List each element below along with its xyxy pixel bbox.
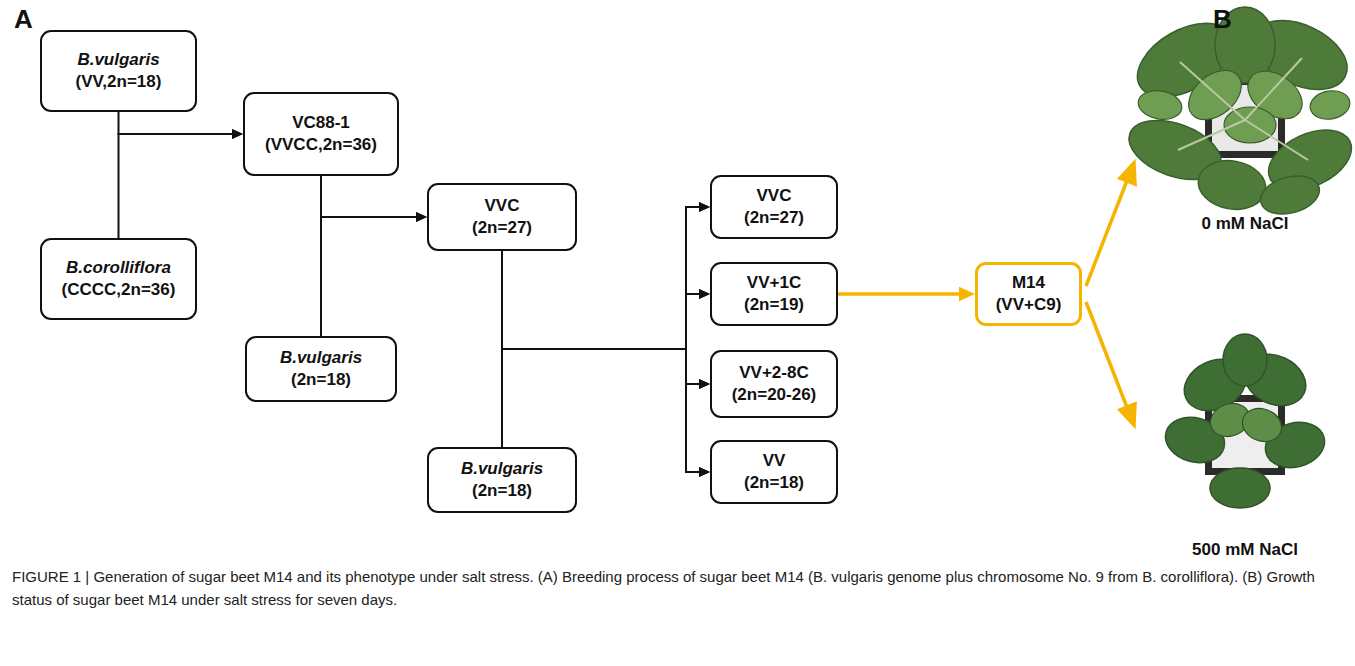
arrow-head (699, 289, 710, 299)
figure-caption: FIGURE 1 | Generation of sugar beet M14 … (12, 566, 1342, 611)
genotype-box: VV+1C(2n=19) (710, 262, 838, 326)
box-title: M14 (1012, 272, 1045, 294)
box-detail: (2n=19) (744, 294, 804, 316)
panel-letter: A (14, 4, 33, 35)
cross-connector (502, 251, 710, 349)
arrow-head (699, 202, 710, 212)
connector-line (838, 292, 961, 296)
box-title: VV (763, 450, 786, 472)
connector-line (502, 251, 701, 472)
box-detail: (VV+C9) (996, 294, 1062, 316)
panel-letter: B (1213, 4, 1232, 35)
genotype-box: B.corolliflora(CCCC,2n=36) (40, 238, 197, 320)
cross-connector (119, 129, 244, 238)
genotype-box: VV+2-8C(2n=20-26) (710, 350, 838, 418)
box-title: B.vulgaris (461, 458, 543, 480)
connector-line (321, 176, 418, 217)
box-title: B.vulgaris (77, 49, 159, 71)
cross-connector (502, 349, 710, 447)
cross-connector (321, 176, 427, 222)
box-detail: (2n=20-26) (732, 384, 817, 406)
genotype-box: VVC(2n=27) (710, 175, 838, 239)
box-title: B.vulgaris (280, 347, 362, 369)
cross-connector (838, 287, 975, 301)
plant-control (1121, 7, 1355, 220)
cross-connector (502, 251, 710, 477)
genotype-box: B.vulgaris(VV,2n=18) (40, 30, 197, 112)
cross-connector (502, 251, 710, 389)
arrow-head (699, 379, 710, 389)
condition-label: 0 mM NaCl (1202, 214, 1289, 234)
box-detail: (VVCC,2n=36) (265, 134, 377, 156)
treatment-arrows (1086, 163, 1135, 425)
box-detail: (2n=27) (472, 217, 532, 239)
genotype-box: VV(2n=18) (710, 440, 838, 504)
box-detail: (2n=18) (472, 480, 532, 502)
arrow-head (416, 212, 427, 222)
genotype-box: B.vulgaris(2n=18) (245, 336, 397, 402)
connector-line (502, 251, 701, 384)
connector-line (502, 251, 701, 349)
arrow-head (699, 467, 710, 477)
box-title: VVC (485, 195, 520, 217)
cross-connector (321, 212, 427, 336)
box-detail: (CCCC,2n=36) (62, 279, 176, 301)
connector-line (502, 349, 701, 447)
box-detail: (2n=27) (744, 207, 804, 229)
arrow-head (416, 212, 427, 222)
box-detail: (VV,2n=18) (76, 71, 162, 93)
arrow-head (232, 129, 243, 139)
arrow-head (699, 379, 710, 389)
box-detail: (2n=18) (291, 369, 351, 391)
arrow-head (959, 287, 975, 301)
connector-line (119, 112, 235, 134)
plant-salt (1160, 334, 1329, 508)
condition-label: 500 mM NaCl (1192, 540, 1298, 560)
highlight-box: M14(VV+C9) (975, 262, 1082, 326)
connector-line (321, 217, 418, 336)
box-title: VV+2-8C (739, 362, 808, 384)
genotype-box: VC88-1(VVCC,2n=36) (243, 92, 399, 176)
box-title: VC88-1 (292, 112, 350, 134)
box-title: VVC (757, 185, 792, 207)
arrow-head (699, 467, 710, 477)
arrow-head (699, 289, 710, 299)
genotype-box: B.vulgaris(2n=18) (427, 447, 577, 513)
connector-line (502, 294, 701, 447)
cross-connector (502, 289, 710, 447)
genotype-box: VVC(2n=27) (427, 183, 577, 251)
box-title: VV+1C (747, 272, 801, 294)
arrow-head (232, 129, 243, 139)
box-detail: (2n=18) (744, 472, 804, 494)
box-title: B.corolliflora (66, 257, 171, 279)
connector-line (119, 134, 235, 238)
arrow-head (699, 202, 710, 212)
